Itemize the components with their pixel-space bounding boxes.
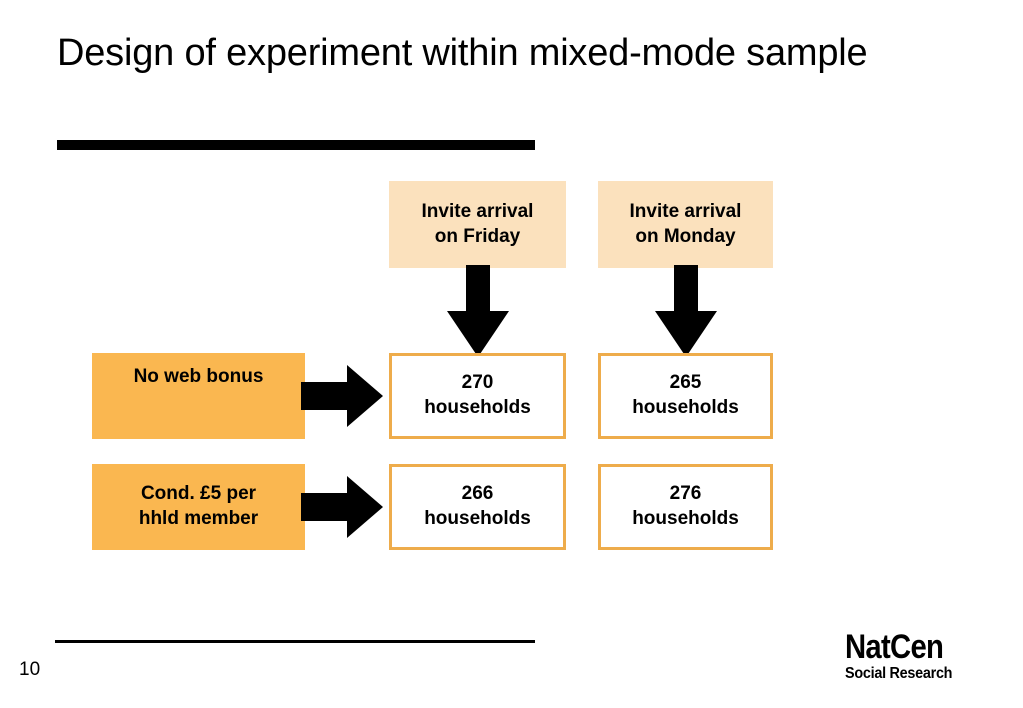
cell-no-bonus-monday: 265 households [598, 353, 773, 439]
cell-conditional-bonus-friday-unit: households [424, 508, 531, 529]
arrow-right-icon-conditional-bonus [301, 476, 383, 538]
title-underline-rule [57, 140, 535, 150]
cell-no-bonus-friday: 270 households [389, 353, 566, 439]
row-label-no-web-bonus: No web bonus [92, 353, 305, 439]
arrow-right-icon-no-web-bonus [301, 365, 383, 427]
row-label-conditional-bonus-line2: hhld member [138, 508, 259, 529]
column-header-friday-line2: on Friday [434, 225, 521, 247]
cell-no-bonus-friday-unit: households [424, 397, 531, 418]
cell-no-bonus-monday-count: 265 [669, 372, 702, 394]
arrow-down-icon-monday [655, 265, 717, 357]
cell-conditional-bonus-friday-count: 266 [461, 483, 494, 505]
arrow-down-icon-friday [447, 265, 509, 357]
cell-conditional-bonus-monday-unit: households [632, 508, 739, 529]
column-header-monday-line2: on Monday [635, 225, 736, 247]
cell-conditional-bonus-monday-count: 276 [669, 483, 702, 505]
cell-no-bonus-monday-unit: households [632, 397, 739, 418]
natcen-logo-tagline: Social Research [845, 665, 953, 683]
page-title: Design of experiment within mixed-mode s… [57, 32, 868, 74]
row-label-conditional-bonus: Cond. £5 per hhld member [92, 464, 305, 550]
cell-conditional-bonus-monday: 276 households [598, 464, 773, 550]
natcen-logo-name: NatCen [845, 628, 944, 666]
natcen-logo: NatCen Social Research [845, 628, 985, 683]
cell-no-bonus-friday-count: 270 [461, 372, 494, 394]
row-label-conditional-bonus-line1: Cond. £5 per [140, 483, 257, 505]
column-header-monday: Invite arrival on Monday [598, 181, 773, 268]
footer-rule [55, 640, 535, 643]
row-label-no-web-bonus-line1: No web bonus [133, 366, 264, 387]
column-header-friday-line1: Invite arrival [421, 201, 534, 223]
page-number: 10 [19, 659, 41, 680]
cell-conditional-bonus-friday: 266 households [389, 464, 566, 550]
column-header-friday: Invite arrival on Friday [389, 181, 566, 268]
column-header-monday-line1: Invite arrival [629, 201, 742, 223]
